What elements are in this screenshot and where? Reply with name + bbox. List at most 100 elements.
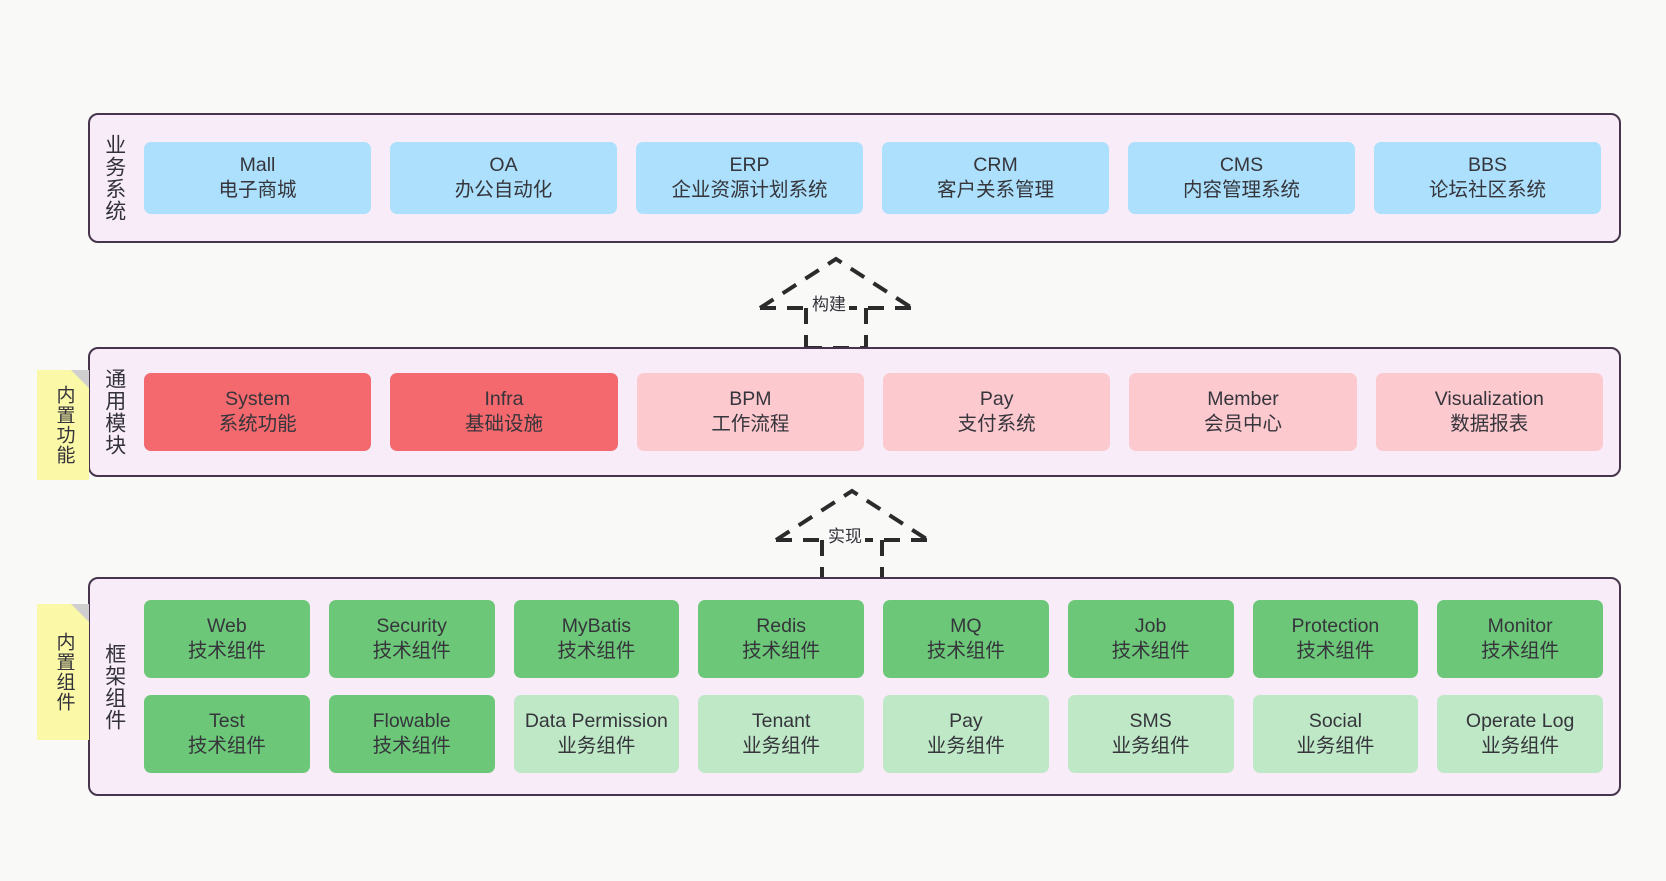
card-infra[interactable]: Infra 基础设施: [390, 373, 618, 451]
note-builtin-components: 内置组件: [37, 604, 89, 740]
card-oa[interactable]: OA 办公自动化: [390, 142, 617, 214]
card-subtitle: 数据报表: [1450, 413, 1529, 435]
card-system[interactable]: System 系统功能: [144, 373, 372, 451]
card-subtitle: 技术组件: [187, 735, 266, 757]
card-web[interactable]: Web 技术组件: [144, 600, 310, 678]
card-redis[interactable]: Redis 技术组件: [698, 600, 864, 678]
card-monitor[interactable]: Monitor 技术组件: [1437, 600, 1603, 678]
card-title: Data Permission: [524, 710, 668, 733]
card-sms[interactable]: SMS 业务组件: [1067, 695, 1234, 773]
card-operate-log[interactable]: Operate Log 业务组件: [1437, 695, 1603, 773]
card-subtitle: 论坛社区系统: [1428, 179, 1546, 201]
card-subtitle: 技术组件: [926, 640, 1005, 662]
card-title: ERP: [729, 154, 770, 177]
card-social[interactable]: Social 业务组件: [1252, 695, 1419, 773]
card-title: Social: [1308, 710, 1362, 733]
card-bbs[interactable]: BBS 论坛社区系统: [1374, 142, 1601, 214]
card-title: Member: [1207, 388, 1279, 411]
note-label: 内置功能: [53, 385, 75, 465]
layer-body-framework-components: Web 技术组件 Security 技术组件 MyBatis 技术组件 Redi…: [138, 579, 1619, 794]
card-title: Redis: [756, 615, 807, 638]
card-flowable[interactable]: Flowable 技术组件: [328, 695, 495, 773]
card-mall[interactable]: Mall 电子商城: [144, 142, 371, 214]
layer-label-framework-components: 框架组件: [102, 642, 126, 731]
card-title: Security: [376, 615, 447, 638]
card-tenant[interactable]: Tenant 业务组件: [698, 695, 864, 773]
layer-common-modules: 通用模块 System 系统功能 Infra 基础设施 BPM 工作流程 Pay…: [88, 347, 1621, 477]
card-subtitle: 业务组件: [1111, 735, 1190, 757]
card-subtitle: 企业资源计划系统: [671, 179, 828, 201]
card-subtitle: 工作流程: [711, 413, 790, 435]
card-title: Monitor: [1487, 615, 1553, 638]
card-title: System: [225, 388, 291, 411]
page-fold-icon: [71, 604, 89, 622]
layer-business-systems: 业务系统 Mall 电子商城 OA 办公自动化 ERP 企业资源计划系统 CRM…: [88, 113, 1621, 243]
card-subtitle: 技术组件: [372, 735, 451, 757]
card-subtitle: 会员中心: [1203, 413, 1282, 435]
layer-label-common-modules: 通用模块: [102, 368, 126, 456]
card-job[interactable]: Job 技术组件: [1067, 600, 1234, 678]
card-title: BPM: [729, 388, 772, 411]
card-bpm[interactable]: BPM 工作流程: [636, 373, 864, 451]
card-subtitle: 客户关系管理: [936, 179, 1054, 201]
card-subtitle: 业务组件: [1296, 735, 1375, 757]
card-subtitle: 系统功能: [218, 413, 297, 435]
layer-body-business-systems: Mall 电子商城 OA 办公自动化 ERP 企业资源计划系统 CRM 客户关系…: [138, 115, 1619, 241]
card-row: Test 技术组件 Flowable 技术组件 Data Permission …: [144, 695, 1603, 773]
note-builtin-features: 内置功能: [37, 370, 89, 480]
card-subtitle: 支付系统: [957, 413, 1036, 435]
card-title: CMS: [1219, 154, 1264, 177]
layer-body-common-modules: System 系统功能 Infra 基础设施 BPM 工作流程 Pay 支付系统…: [138, 349, 1619, 475]
card-title: Flowable: [372, 710, 451, 733]
connector-build: 构建: [736, 254, 936, 350]
card-subtitle: 技术组件: [557, 640, 636, 662]
card-title: CRM: [973, 154, 1018, 177]
card-protection[interactable]: Protection 技术组件: [1252, 600, 1419, 678]
card-row: System 系统功能 Infra 基础设施 BPM 工作流程 Pay 支付系统…: [144, 373, 1603, 451]
page-fold-icon: [71, 370, 89, 388]
card-pay-module[interactable]: Pay 支付系统: [882, 373, 1111, 451]
card-row: Mall 电子商城 OA 办公自动化 ERP 企业资源计划系统 CRM 客户关系…: [144, 142, 1601, 214]
card-subtitle: 业务组件: [742, 735, 821, 757]
card-title: Pay: [979, 388, 1014, 411]
card-title: Job: [1134, 615, 1167, 638]
connector-label-build: 构建: [809, 290, 849, 315]
connector-implement: 实现: [752, 486, 952, 582]
card-security[interactable]: Security 技术组件: [328, 600, 495, 678]
card-title: Pay: [949, 710, 983, 733]
card-visualization[interactable]: Visualization 数据报表: [1375, 373, 1603, 451]
card-subtitle: 技术组件: [742, 640, 821, 662]
card-title: Test: [208, 710, 245, 733]
layer-framework-components: 框架组件 Web 技术组件 Security 技术组件 MyBatis 技术组件…: [88, 577, 1621, 796]
card-title: Web: [207, 615, 247, 638]
card-title: MQ: [950, 615, 982, 638]
note-label: 内置组件: [53, 632, 75, 712]
card-row: Web 技术组件 Security 技术组件 MyBatis 技术组件 Redi…: [144, 600, 1603, 678]
card-data-permission[interactable]: Data Permission 业务组件: [513, 695, 680, 773]
card-subtitle: 基础设施: [464, 413, 543, 435]
card-title: Visualization: [1434, 388, 1544, 411]
card-subtitle: 技术组件: [1296, 640, 1375, 662]
card-erp[interactable]: ERP 企业资源计划系统: [636, 142, 863, 214]
card-subtitle: 内容管理系统: [1182, 179, 1300, 201]
card-subtitle: 办公自动化: [454, 179, 553, 201]
card-member[interactable]: Member 会员中心: [1129, 373, 1357, 451]
card-pay-component[interactable]: Pay 业务组件: [883, 695, 1049, 773]
card-subtitle: 技术组件: [372, 640, 451, 662]
card-title: Protection: [1291, 615, 1380, 638]
card-cms[interactable]: CMS 内容管理系统: [1128, 142, 1355, 214]
card-subtitle: 业务组件: [557, 735, 636, 757]
layer-label-business-systems: 业务系统: [102, 134, 126, 222]
card-subtitle: 技术组件: [1111, 640, 1190, 662]
card-mybatis[interactable]: MyBatis 技术组件: [513, 600, 680, 678]
card-mq[interactable]: MQ 技术组件: [883, 600, 1049, 678]
card-title: OA: [489, 154, 518, 177]
card-crm[interactable]: CRM 客户关系管理: [882, 142, 1109, 214]
card-title: SMS: [1129, 710, 1172, 733]
card-test[interactable]: Test 技术组件: [144, 695, 310, 773]
card-title: MyBatis: [561, 615, 632, 638]
card-subtitle: 业务组件: [1481, 735, 1560, 757]
card-subtitle: 技术组件: [187, 640, 266, 662]
card-title: Operate Log: [1465, 710, 1575, 733]
